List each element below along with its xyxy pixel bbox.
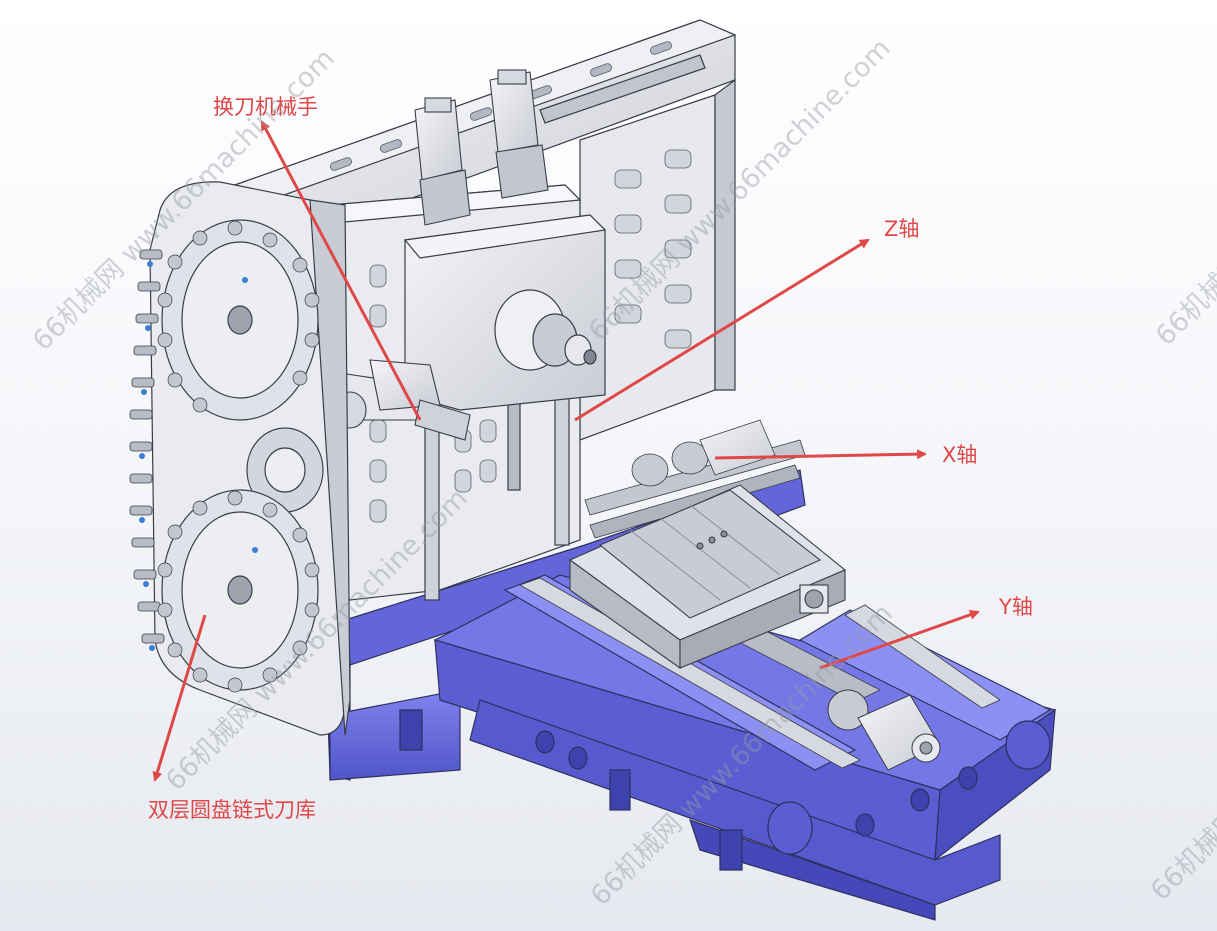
y-axis-rails xyxy=(519,577,1001,769)
label-tool-changer: 换刀机械手 xyxy=(213,95,318,119)
label-x-axis: X轴 xyxy=(942,443,978,467)
label-y-axis: Y轴 xyxy=(999,595,1033,619)
z-axis-servo-motors xyxy=(414,69,549,226)
work-table xyxy=(568,484,847,670)
arrow-tool-changer xyxy=(260,120,422,421)
callout-arrows xyxy=(152,120,980,782)
label-z-axis: Z轴 xyxy=(884,217,920,241)
arrow-x-axis xyxy=(714,449,927,460)
tool-magazine xyxy=(129,181,351,736)
arrow-y-axis xyxy=(819,609,980,670)
arrow-z-axis xyxy=(574,238,870,422)
arrow-tool-magazine xyxy=(152,614,207,782)
y-axis-servo-motor xyxy=(827,689,941,771)
label-tool-magazine: 双层圆盘链式刀库 xyxy=(148,798,316,822)
machine-column xyxy=(233,19,737,441)
